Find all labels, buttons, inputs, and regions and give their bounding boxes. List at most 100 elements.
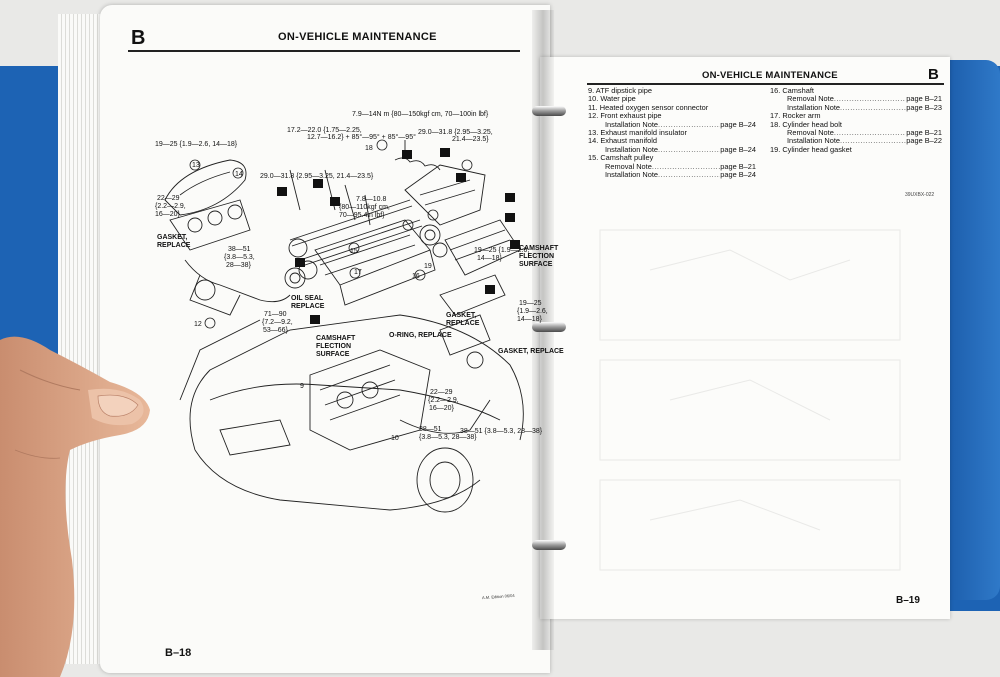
diagram-label: {7.2—9.2, [262,319,293,326]
diagram-label: 21.4—23.5} [452,136,489,143]
diagram-label: 19—25 {1.9—2.6, 14—18} [155,141,238,148]
diagram-label: 29.0—31.8 {2.95—3.25, [418,129,493,136]
diagram-label: REPLACE [157,242,191,249]
diagram-label: {2.2—2.9, [155,203,186,210]
diagram-label: {80—110kgf cm, [339,204,390,211]
note-label: Removal Note [787,94,834,104]
diagram-label: CAMSHAFT [519,245,559,252]
diagram-label: GASKET, REPLACE [498,348,564,355]
leader-dots: ........................................… [658,145,720,154]
right-page-number: B–19 [896,595,920,606]
left-page-number: B–18 [165,647,192,659]
diagram-label: GASKET, [446,312,477,319]
callout-number: 10 [391,435,399,442]
engine-exploded-diagram [164,139,524,513]
diagram-label: FLECTION [316,343,351,350]
diagram-label: 22—29 [430,389,453,396]
diagram-label: 19—25 {1.9—2.6, [474,247,530,254]
diagram-label: 22—29 [157,195,180,202]
parts-list-item: 16. Camshaft [770,86,814,95]
diagram-label: 7.8—10.8 [356,196,387,203]
parts-list-note: Installation Note.......................… [588,119,756,129]
diagram-label: 38—51 [419,426,442,433]
hand-holding-book [0,336,150,677]
page-reference: page B–24 [720,119,756,129]
callout-number: 17 [354,269,362,276]
diagram-label: 16—20} [155,211,180,218]
callout-number: 9 [300,383,304,390]
page-reference: page B–23 [906,102,942,112]
left-header-title: ON-VEHICLE MAINTENANCE [278,31,437,43]
diagram-label: GASKET, [157,234,188,241]
parts-list-item: 15. Camshaft pulley [588,153,654,163]
diagram-label: {1.9—2.6, [517,308,548,315]
binder-ring-top [532,106,566,116]
diagram-label: 14—18} [517,316,542,323]
parts-list-note: Installation Note.......................… [770,137,942,146]
diagram-label: 16—20} [429,405,454,412]
parts-list-item: 11. Heated oxygen sensor connector [588,102,709,112]
diagram-label: 38—51 [228,246,251,253]
diagram-label: 71—90 [264,311,287,318]
binder-edge [940,60,1000,600]
show-through-figure [599,229,901,571]
callout-number: 19 [424,263,432,270]
diagram-label: CAMSHAFT [316,335,356,342]
callout-number: 14 [235,171,243,178]
binder-ring-middle [532,322,566,332]
parts-list-note: Removal Note............................… [770,128,942,138]
parts-list-note: Installation Note.......................… [588,144,756,154]
diagram-label: 53—66} [263,327,288,334]
parts-list-item: 9. ATF dipstick pipe [588,86,652,95]
callout-number: 18 [365,145,373,152]
diagram-label: SURFACE [519,261,553,268]
right-header-title: ON-VEHICLE MAINTENANCE [702,70,838,81]
note-label: Installation Note [787,102,840,112]
diagram-label: OIL SEAL [291,295,324,302]
diagram-label: 12.7—16.2} + 85°—95° + 85°—95° [307,134,416,141]
diagram-label: O-RING, REPLACE [389,332,452,339]
diagram-label: REPLACE [446,320,480,327]
callout-number: 13 [192,162,200,169]
left-header-rule [128,50,520,52]
parts-list-item: 18. Cylinder head bolt [770,119,842,129]
page-reference: page B–24 [720,170,756,180]
figure-code: 39UXBX-022 [905,192,935,198]
diagram-label: 29.0—31.8 {2.95—3.25, 21.4—23.5} [260,173,374,180]
diagram-label: {3.8—5.3, [224,254,255,261]
leader-dots: ........................................… [658,120,720,129]
parts-list-note: Removal Note............................… [588,161,756,171]
parts-list-item: 14. Exhaust manifold [588,136,658,146]
parts-list-item: 10. Water pipe [588,94,636,104]
page-reference: page B–21 [906,128,942,138]
leader-dots: ........................................… [651,162,720,171]
page-reference: page B–24 [720,144,756,154]
diagram-label: REPLACE [291,303,325,310]
left-section-letter: B [131,27,146,49]
note-label: Installation Note [605,119,658,129]
callout-number: 15 [350,248,358,255]
parts-list-item: 19. Cylinder head gasket [770,144,852,154]
diagram-label: 28—38} [226,262,251,269]
leader-dots: ........................................… [840,103,907,112]
right-page [540,57,950,619]
leader-dots: ........................................… [833,129,906,138]
note-label: Removal Note [605,161,652,171]
leader-dots: ........................................… [833,95,906,104]
diagram-label: 14—18} [477,255,502,262]
page-reference: page B–21 [906,94,942,104]
diagram-label: {2.2—2.9, [428,397,459,404]
diagram-label: 70—95.4in lbf} [339,212,385,219]
note-label: Installation Note [605,170,658,180]
callout-number: 12 [194,321,202,328]
diagram-label: FLECTION [519,253,554,260]
parts-list-note: Installation Note.......................… [770,102,942,112]
parts-list-note: Installation Note.......................… [588,170,756,180]
diagram-label: 7.9—14N m {80—150kgf cm, 70—100in lbf} [352,111,489,118]
parts-list-item: 13. Exhaust manifold insulator [588,128,688,138]
leader-dots: ........................................… [658,171,720,180]
note-label: Removal Note [787,128,834,138]
page-reference: page B–21 [720,161,756,171]
